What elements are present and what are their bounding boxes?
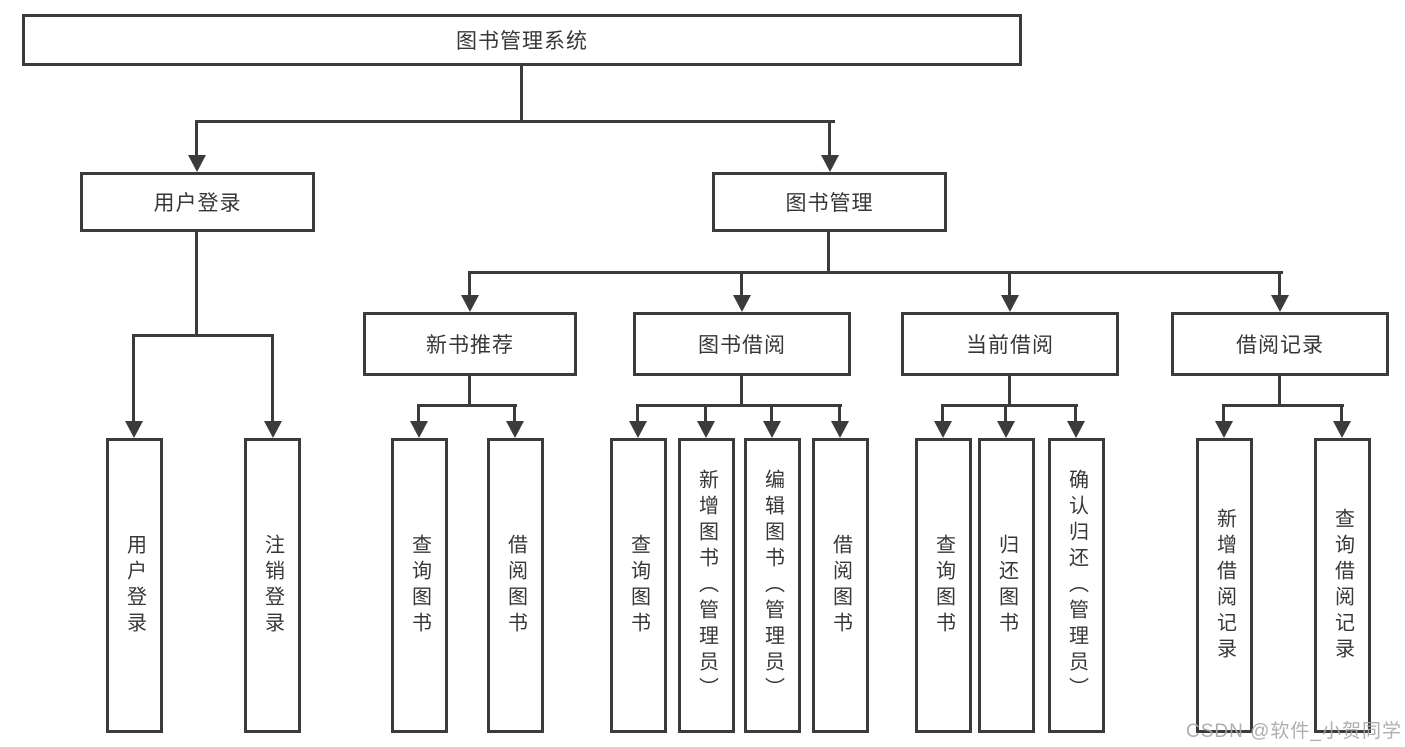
connector-line: [468, 374, 471, 407]
leaf-current-confirm-return-admin: 确认归还（管理员）: [1048, 438, 1105, 733]
connector-line: [1278, 271, 1281, 298]
node-book-borrowing: 图书借阅: [633, 312, 851, 376]
node-library-management-system: 图书管理系统: [22, 14, 1022, 66]
connector-line: [1278, 374, 1281, 407]
connector-line: [1074, 404, 1077, 423]
arrowhead-down-icon: [763, 421, 781, 438]
leaf-borrow-edit-books-admin: 编辑图书（管理员）: [744, 438, 801, 733]
connector-line: [827, 230, 830, 274]
arrowhead-down-icon: [1271, 295, 1289, 312]
leaf-logout: 注销登录: [244, 438, 301, 733]
node-current-borrowing: 当前借阅: [901, 312, 1119, 376]
arrowhead-down-icon: [264, 421, 282, 438]
connector-line: [828, 120, 831, 157]
leaf-borrow-borrow-books: 借阅图书: [812, 438, 869, 733]
watermark: CSDN @软件_小贺同学: [1186, 721, 1402, 742]
connector-line: [468, 271, 471, 298]
leaf-borrow-query-books: 查询图书: [610, 438, 667, 733]
arrowhead-down-icon: [733, 295, 751, 312]
connector-line: [704, 404, 707, 423]
connector-line: [1004, 404, 1007, 423]
arrowhead-down-icon: [821, 155, 839, 172]
connector-line: [1008, 271, 1011, 298]
leaf-current-query-books: 查询图书: [915, 438, 972, 733]
connector-line: [468, 271, 1283, 274]
arrowhead-down-icon: [125, 421, 143, 438]
connector-line: [770, 404, 773, 423]
arrowhead-down-icon: [1067, 421, 1085, 438]
connector-line: [941, 404, 944, 423]
arrowhead-down-icon: [1001, 295, 1019, 312]
arrowhead-down-icon: [1215, 421, 1233, 438]
node-book-management: 图书管理: [712, 172, 947, 232]
node-new-book-recommendation: 新书推荐: [363, 312, 577, 376]
arrowhead-down-icon: [506, 421, 524, 438]
arrowhead-down-icon: [188, 155, 206, 172]
connector-line: [1340, 404, 1343, 423]
arrowhead-down-icon: [934, 421, 952, 438]
connector-line: [132, 334, 274, 337]
connector-line: [636, 404, 842, 407]
connector-line: [513, 404, 516, 423]
connector-line: [195, 230, 198, 337]
arrowhead-down-icon: [1333, 421, 1351, 438]
arrowhead-down-icon: [697, 421, 715, 438]
connector-line: [1008, 374, 1011, 407]
leaf-record-query-borrow-record: 查询借阅记录: [1314, 438, 1371, 733]
node-user-login: 用户登录: [80, 172, 315, 232]
connector-line: [195, 120, 198, 157]
connector-line: [1222, 404, 1344, 407]
leaf-record-add-borrow-record: 新增借阅记录: [1196, 438, 1253, 733]
connector-line: [636, 404, 639, 423]
leaf-user-login: 用户登录: [106, 438, 163, 733]
connector-line: [941, 404, 1078, 407]
arrowhead-down-icon: [629, 421, 647, 438]
arrowhead-down-icon: [997, 421, 1015, 438]
arrowhead-down-icon: [410, 421, 428, 438]
connector-line: [740, 374, 743, 407]
node-borrowing-records: 借阅记录: [1171, 312, 1389, 376]
connector-line: [195, 120, 835, 123]
leaf-borrow-add-books-admin: 新增图书（管理员）: [678, 438, 735, 733]
connector-line: [838, 404, 841, 423]
connector-line: [1222, 404, 1225, 423]
leaf-recommend-borrow-books: 借阅图书: [487, 438, 544, 733]
arrowhead-down-icon: [831, 421, 849, 438]
connector-line: [271, 334, 274, 422]
arrowhead-down-icon: [461, 295, 479, 312]
connector-line: [417, 404, 420, 423]
connector-line: [132, 334, 135, 422]
leaf-current-return-books: 归还图书: [978, 438, 1035, 733]
connector-line: [520, 65, 523, 122]
connector-line: [740, 271, 743, 298]
connector-line: [417, 404, 517, 407]
leaf-recommend-query-books: 查询图书: [391, 438, 448, 733]
